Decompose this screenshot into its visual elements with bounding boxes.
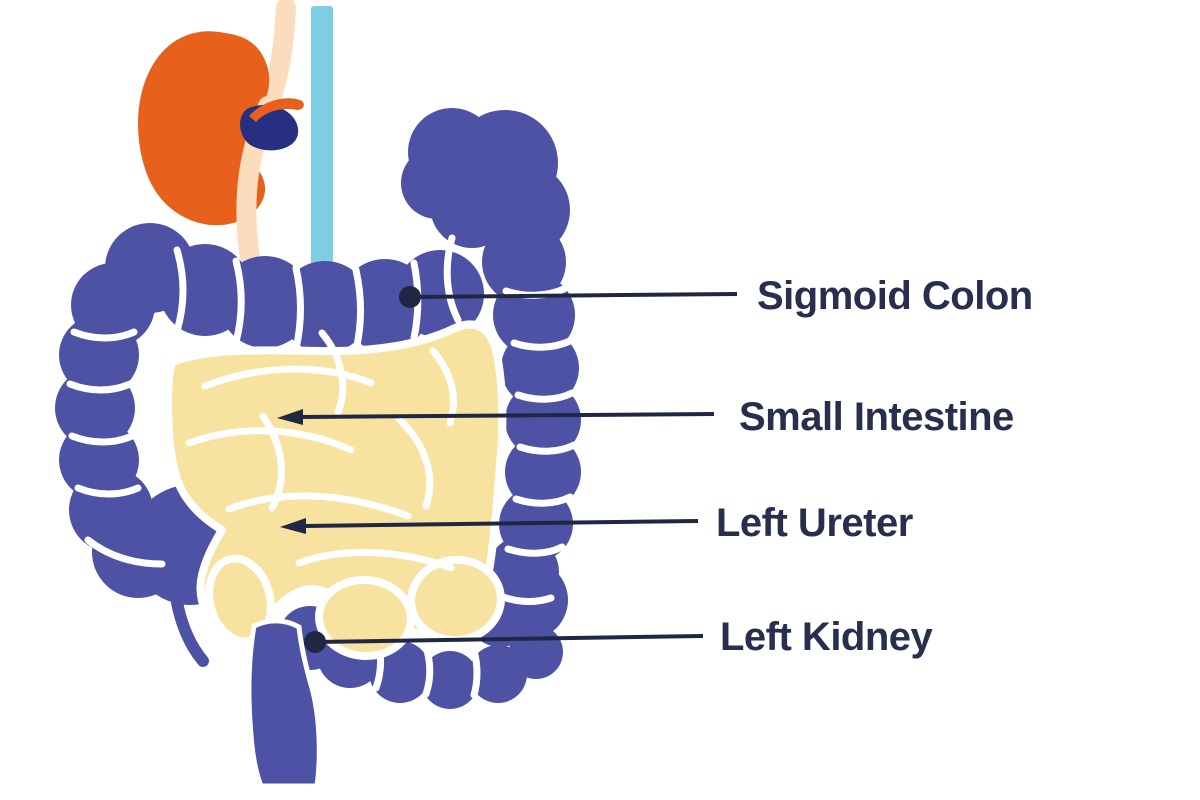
label-left-ureter: Left Ureter [716, 501, 913, 545]
connector-line [300, 412, 715, 419]
connector-line [314, 634, 704, 644]
connector-small-intestine [277, 409, 715, 425]
colon-crease-lines [66, 234, 578, 699]
cyan-duct-tube [311, 6, 333, 274]
label-small-intestine: Small Intestine [739, 395, 1014, 439]
rectum-shape [246, 618, 322, 789]
kidney-shape [138, 31, 270, 226]
intestine-loop-lines [185, 329, 457, 572]
connector-arrowhead-icon [280, 518, 306, 534]
connector-sigmoid-colon [399, 286, 738, 308]
ureter-tube-upper [259, 0, 296, 113]
label-left-kidney: Left Kidney [720, 615, 933, 659]
connector-dot [399, 286, 421, 308]
connector-line [409, 292, 738, 299]
label-sigmoid-colon: Sigmoid Colon [757, 274, 1033, 318]
connector-dot [304, 631, 326, 653]
connector-left-kidney [304, 631, 704, 653]
connector-left-ureter [280, 518, 699, 534]
appendix-shape [170, 591, 209, 667]
connector-line [303, 519, 699, 528]
kidney-hilum-hook [249, 98, 304, 122]
callout-connectors [277, 286, 738, 653]
connector-arrowhead-icon [277, 409, 303, 425]
